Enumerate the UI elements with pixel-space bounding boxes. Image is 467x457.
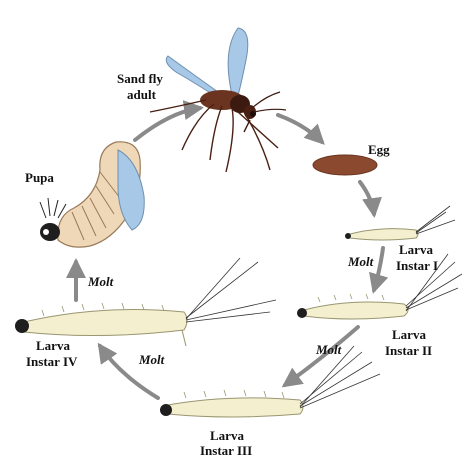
label-molt-4-to-pupa: Molt	[87, 274, 114, 289]
label-larva4-line2: Instar IV	[26, 354, 78, 369]
label-molt-3-to-4: Molt	[138, 352, 165, 367]
label-egg: Egg	[368, 142, 390, 157]
arrow-adult-to-egg	[278, 115, 322, 142]
arrow-larva1-to-larva2	[374, 248, 383, 290]
fly-wing-upper	[228, 28, 248, 96]
arrow-pupa-to-adult	[135, 108, 200, 140]
label-larva2-line1: Larva	[392, 327, 426, 342]
label-larva1-line1: Larva	[399, 242, 433, 257]
label-larva2-line2: Instar II	[385, 343, 432, 358]
label-pupa: Pupa	[25, 170, 54, 185]
label-molt-1-to-2: Molt	[347, 254, 374, 269]
label-larva3-line1: Larva	[210, 428, 244, 443]
label-larva4-line1: Larva	[36, 338, 70, 353]
label-adult-line2: adult	[127, 87, 157, 102]
larva-instar-1	[345, 206, 455, 240]
pupa	[40, 142, 144, 247]
label-molt-2-to-3: Molt	[315, 342, 342, 357]
label-larva3-line2: Instar III	[200, 443, 252, 457]
label-larva1-line2: Instar I	[396, 258, 438, 273]
larva-instar-4	[15, 258, 276, 346]
label-adult-line1: Sand fly	[117, 71, 163, 86]
arrow-egg-to-larva1	[360, 182, 374, 214]
larva-instar-3	[160, 346, 380, 417]
egg-shape	[313, 155, 377, 175]
sand-fly-adult	[150, 28, 286, 172]
